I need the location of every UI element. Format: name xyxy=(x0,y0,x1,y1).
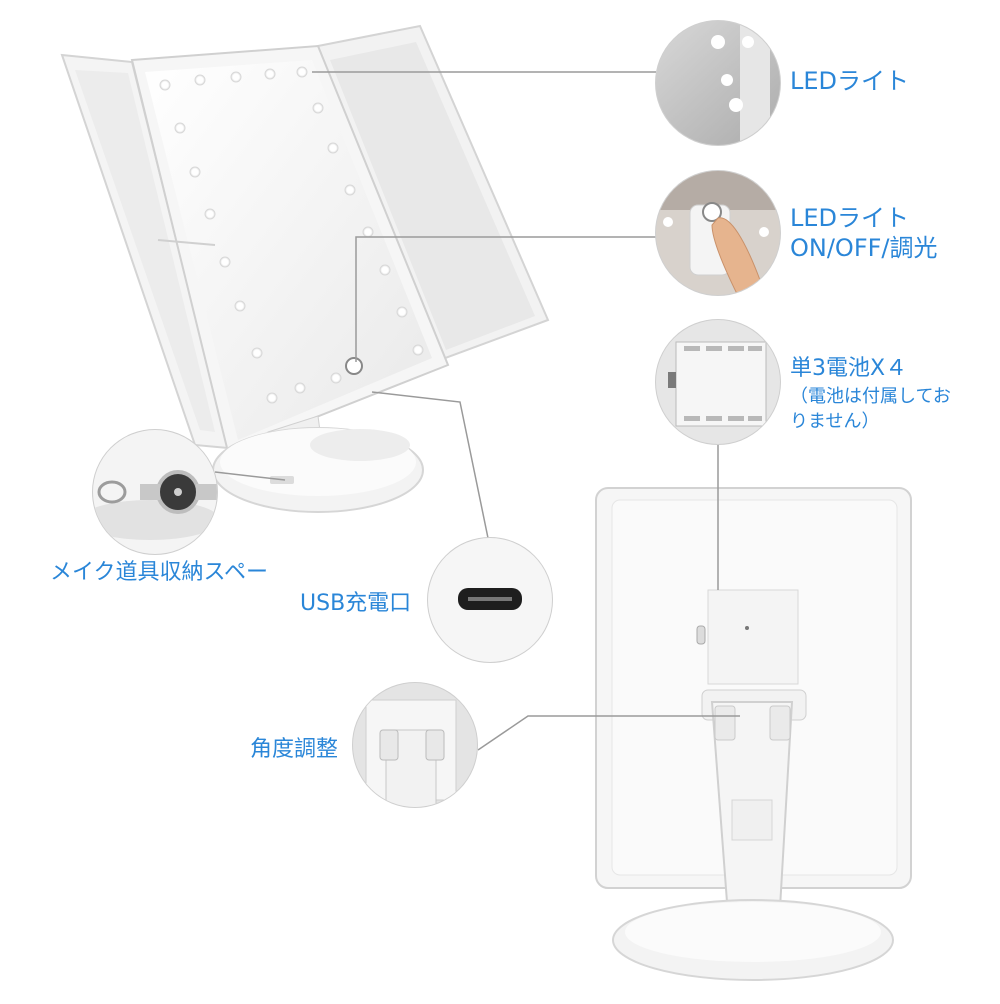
mirror-back-view xyxy=(595,487,912,981)
label-battery-line2: （電池は付属してお xyxy=(790,386,951,407)
usb-port-callout-circle xyxy=(427,537,553,663)
label-led-switch-line2: ON/OFF/調光 xyxy=(790,234,938,262)
touch-button-icon xyxy=(345,357,363,375)
label-usb: USB充電口 xyxy=(300,591,412,616)
label-led-light: LEDライト xyxy=(790,67,910,95)
label-battery: 単3電池X４ （電池は付属してお りません） xyxy=(790,354,951,434)
led-dots xyxy=(159,66,424,404)
angle-callout-circle xyxy=(352,682,478,808)
led-switch-callout-circle xyxy=(655,170,781,296)
label-angle: 角度調整 xyxy=(250,737,339,762)
label-led-switch-line1: LEDライト xyxy=(790,204,910,232)
label-storage: メイク道具収納スペー xyxy=(50,560,269,585)
trifold-mirror xyxy=(60,24,550,513)
leader-lines xyxy=(214,71,740,751)
label-battery-line3: りません） xyxy=(790,411,880,432)
led-light-callout-circle xyxy=(655,20,781,146)
battery-callout-circle xyxy=(655,319,781,445)
storage-callout-circle xyxy=(92,429,218,555)
label-battery-line1: 単3電池X４ xyxy=(790,356,908,381)
label-led-switch: LEDライト ON/OFF/調光 xyxy=(790,203,938,263)
